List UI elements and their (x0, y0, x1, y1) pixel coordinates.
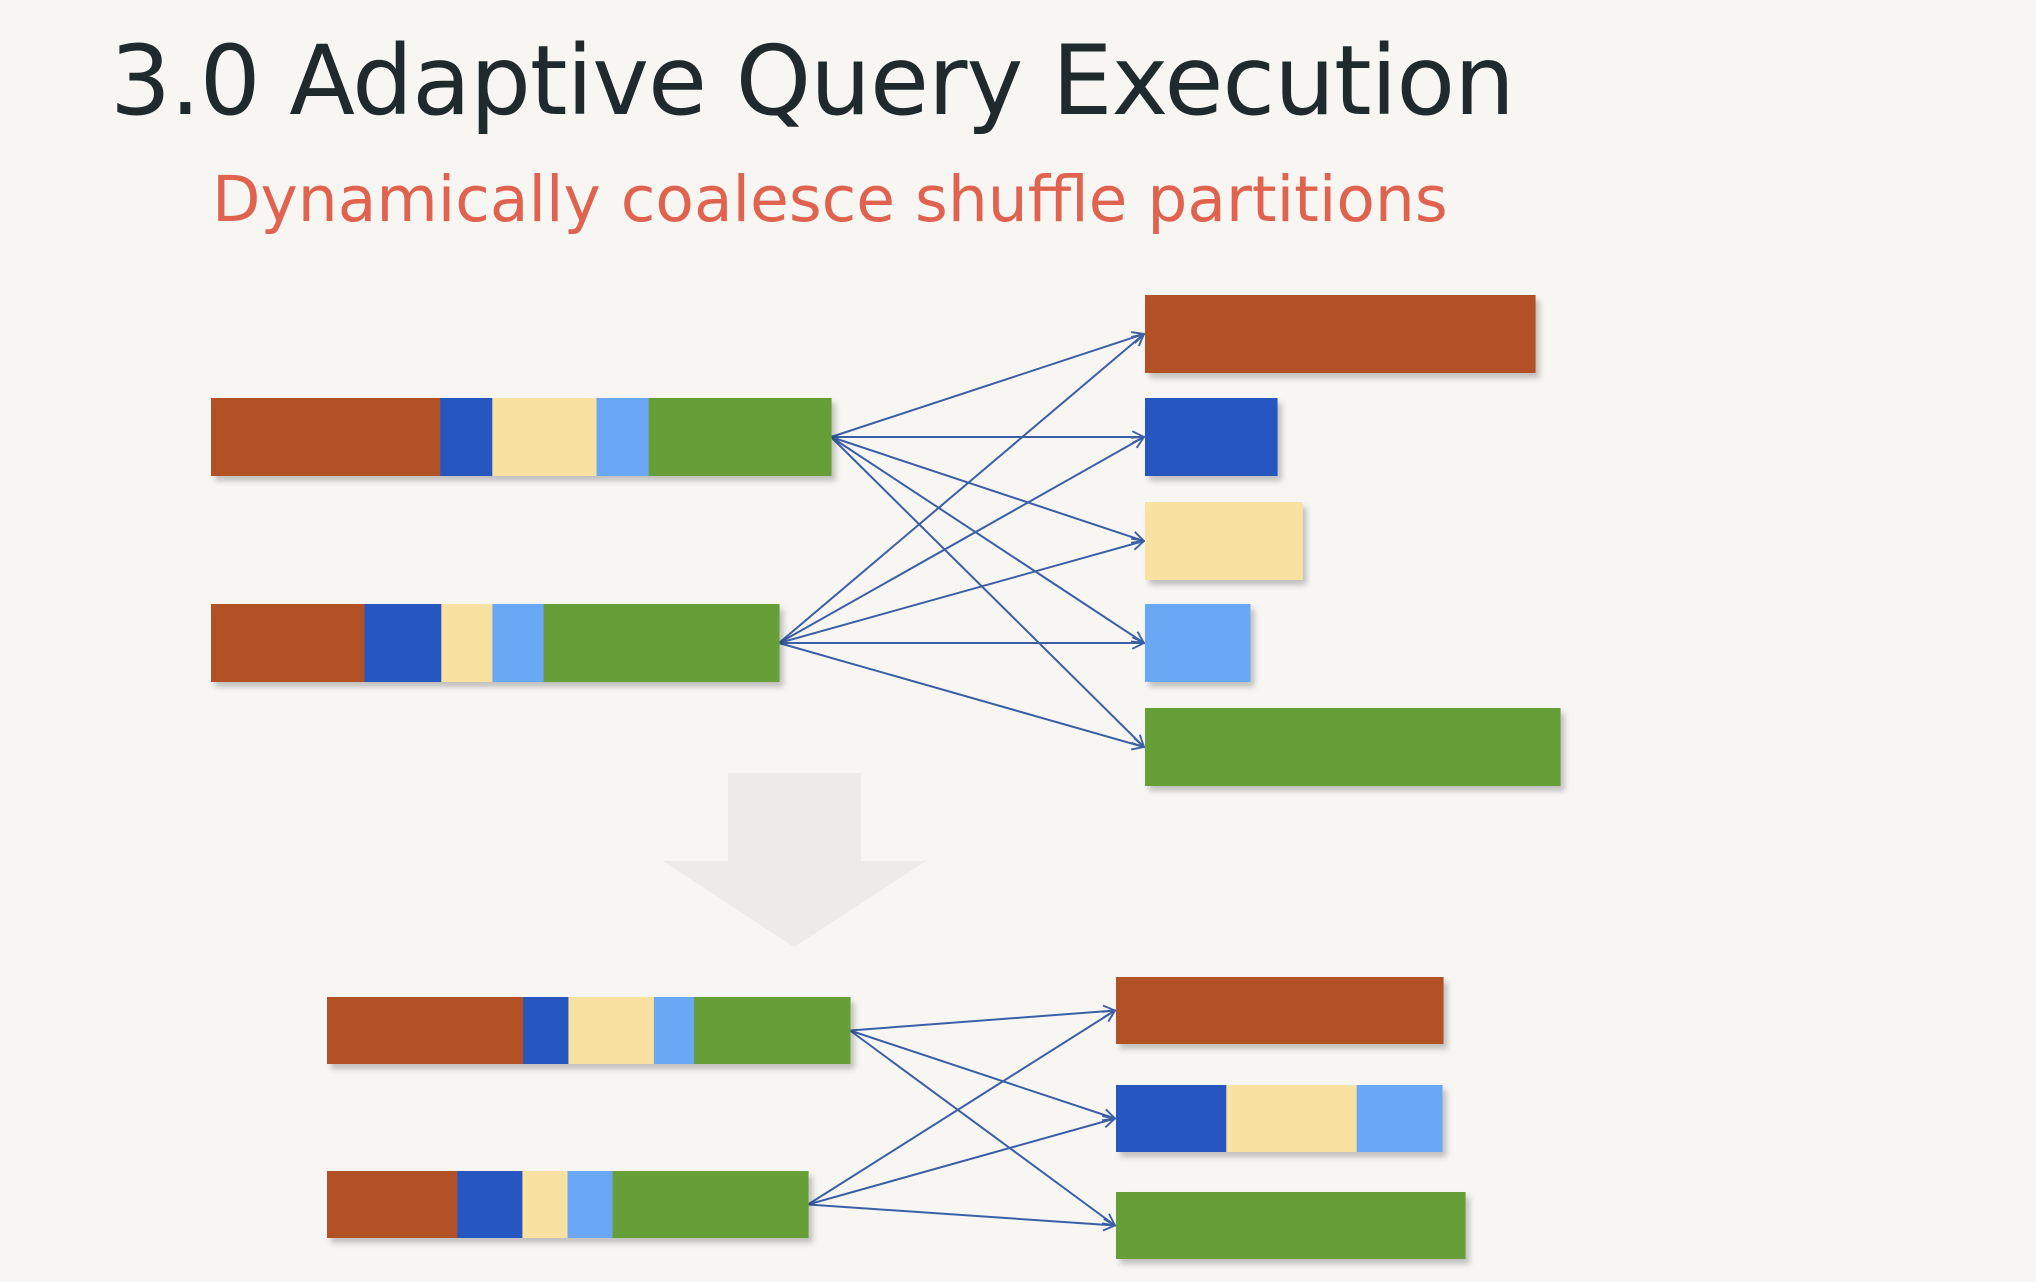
before-coalesce-source-row-2-segment-partition-d (492, 604, 545, 682)
before-coalesce-target-partition-b (1145, 398, 1278, 476)
after-coalesce-arrow-1-to-2 (849, 1029, 1115, 1119)
after-coalesce-target-partition-bcd (1116, 1085, 1443, 1152)
before-coalesce-target-partition-b-segment-partition-b (1145, 398, 1278, 476)
before-coalesce-target-partition-a-segment-partition-a (1145, 295, 1536, 373)
after-coalesce-arrow-2-to-3 (807, 1203, 1115, 1226)
before-coalesce-arrow-2-to-5 (778, 642, 1144, 747)
after-coalesce-source-row-2-segment-partition-e (612, 1171, 809, 1238)
before-coalesce-diagram (211, 295, 1561, 786)
after-coalesce-target-partition-bcd-segment-partition-b (1116, 1085, 1227, 1152)
before-coalesce-arrows (778, 334, 1144, 747)
after-coalesce-source-row-1-segment-partition-b (523, 997, 569, 1064)
before-coalesce-source-row-2-segment-partition-c (441, 604, 494, 682)
before-coalesce-source-row-1 (211, 398, 832, 476)
after-coalesce-arrow-1-to-3 (849, 1029, 1115, 1226)
after-coalesce-source-row-2-segment-partition-b (457, 1171, 523, 1238)
before-coalesce-arrow-1-to-1 (830, 334, 1144, 438)
partition-bars (211, 295, 1561, 1259)
after-coalesce-target-partition-a-segment-partition-a (1116, 977, 1444, 1044)
slide-subtitle: Dynamically coalesce shuffle partitions (212, 163, 1448, 236)
before-coalesce-target-partition-c (1145, 502, 1303, 580)
before-coalesce-arrow-1-to-5 (830, 436, 1144, 747)
after-coalesce-source-row-1-segment-partition-d (653, 997, 695, 1064)
before-coalesce-source-row-2 (211, 604, 780, 682)
after-coalesce-target-partition-e-segment-partition-e (1116, 1192, 1466, 1259)
down-arrow-icon (663, 773, 926, 947)
after-coalesce-source-row-1-segment-partition-e (694, 997, 851, 1064)
after-coalesce-source-row-1-segment-partition-a (327, 997, 524, 1064)
before-coalesce-target-partition-d-segment-partition-d (1145, 604, 1251, 682)
after-coalesce-target-partition-bcd-segment-partition-d (1356, 1085, 1443, 1152)
before-coalesce-target-partition-d (1145, 604, 1251, 682)
after-coalesce-arrow-2-to-1 (807, 1011, 1115, 1206)
shuffle-arrows (778, 334, 1144, 1226)
after-coalesce-target-partition-bcd-segment-partition-c (1226, 1085, 1358, 1152)
after-coalesce-diagram (327, 977, 1466, 1259)
before-coalesce-source-row-1-segment-partition-b (440, 398, 493, 476)
before-coalesce-arrow-1-to-3 (830, 436, 1144, 541)
before-coalesce-target-partition-c-segment-partition-c (1145, 502, 1303, 580)
after-coalesce-source-row-2-segment-partition-d (567, 1171, 614, 1238)
after-coalesce-arrow-1-to-1 (849, 1011, 1115, 1032)
after-coalesce-source-row-1-segment-partition-c (568, 997, 655, 1064)
before-coalesce-arrow-2-to-1 (778, 334, 1144, 644)
before-coalesce-arrow-2-to-3 (778, 541, 1144, 644)
after-coalesce-source-row-2 (327, 1171, 809, 1238)
before-coalesce-target-partition-e-segment-partition-e (1145, 708, 1561, 786)
before-coalesce-target-partition-a (1145, 295, 1536, 373)
before-coalesce-source-row-1-segment-partition-e (648, 398, 832, 476)
after-coalesce-target-partition-a (1116, 977, 1444, 1044)
transition-arrow (663, 773, 926, 947)
after-coalesce-source-row-2-segment-partition-a (327, 1171, 458, 1238)
before-coalesce-source-row-2-segment-partition-a (211, 604, 366, 682)
before-coalesce-source-row-2-segment-partition-b (364, 604, 442, 682)
after-coalesce-source-row-2-segment-partition-c (522, 1171, 569, 1238)
after-coalesce-source-row-1 (327, 997, 851, 1064)
after-coalesce-target-partition-e (1116, 1192, 1466, 1259)
before-coalesce-source-row-2-segment-partition-e (543, 604, 780, 682)
after-coalesce-arrow-2-to-2 (807, 1119, 1115, 1206)
before-coalesce-arrow-1-to-4 (830, 436, 1144, 643)
before-coalesce-source-row-1-segment-partition-d (596, 398, 650, 476)
before-coalesce-target-partition-e (1145, 708, 1561, 786)
slide-title: 3.0 Adaptive Query Execution (110, 25, 1515, 137)
before-coalesce-source-row-1-segment-partition-a (211, 398, 441, 476)
before-coalesce-source-row-1-segment-partition-c (492, 398, 598, 476)
after-coalesce-arrows (807, 1011, 1115, 1226)
before-coalesce-arrow-2-to-2 (778, 437, 1144, 644)
